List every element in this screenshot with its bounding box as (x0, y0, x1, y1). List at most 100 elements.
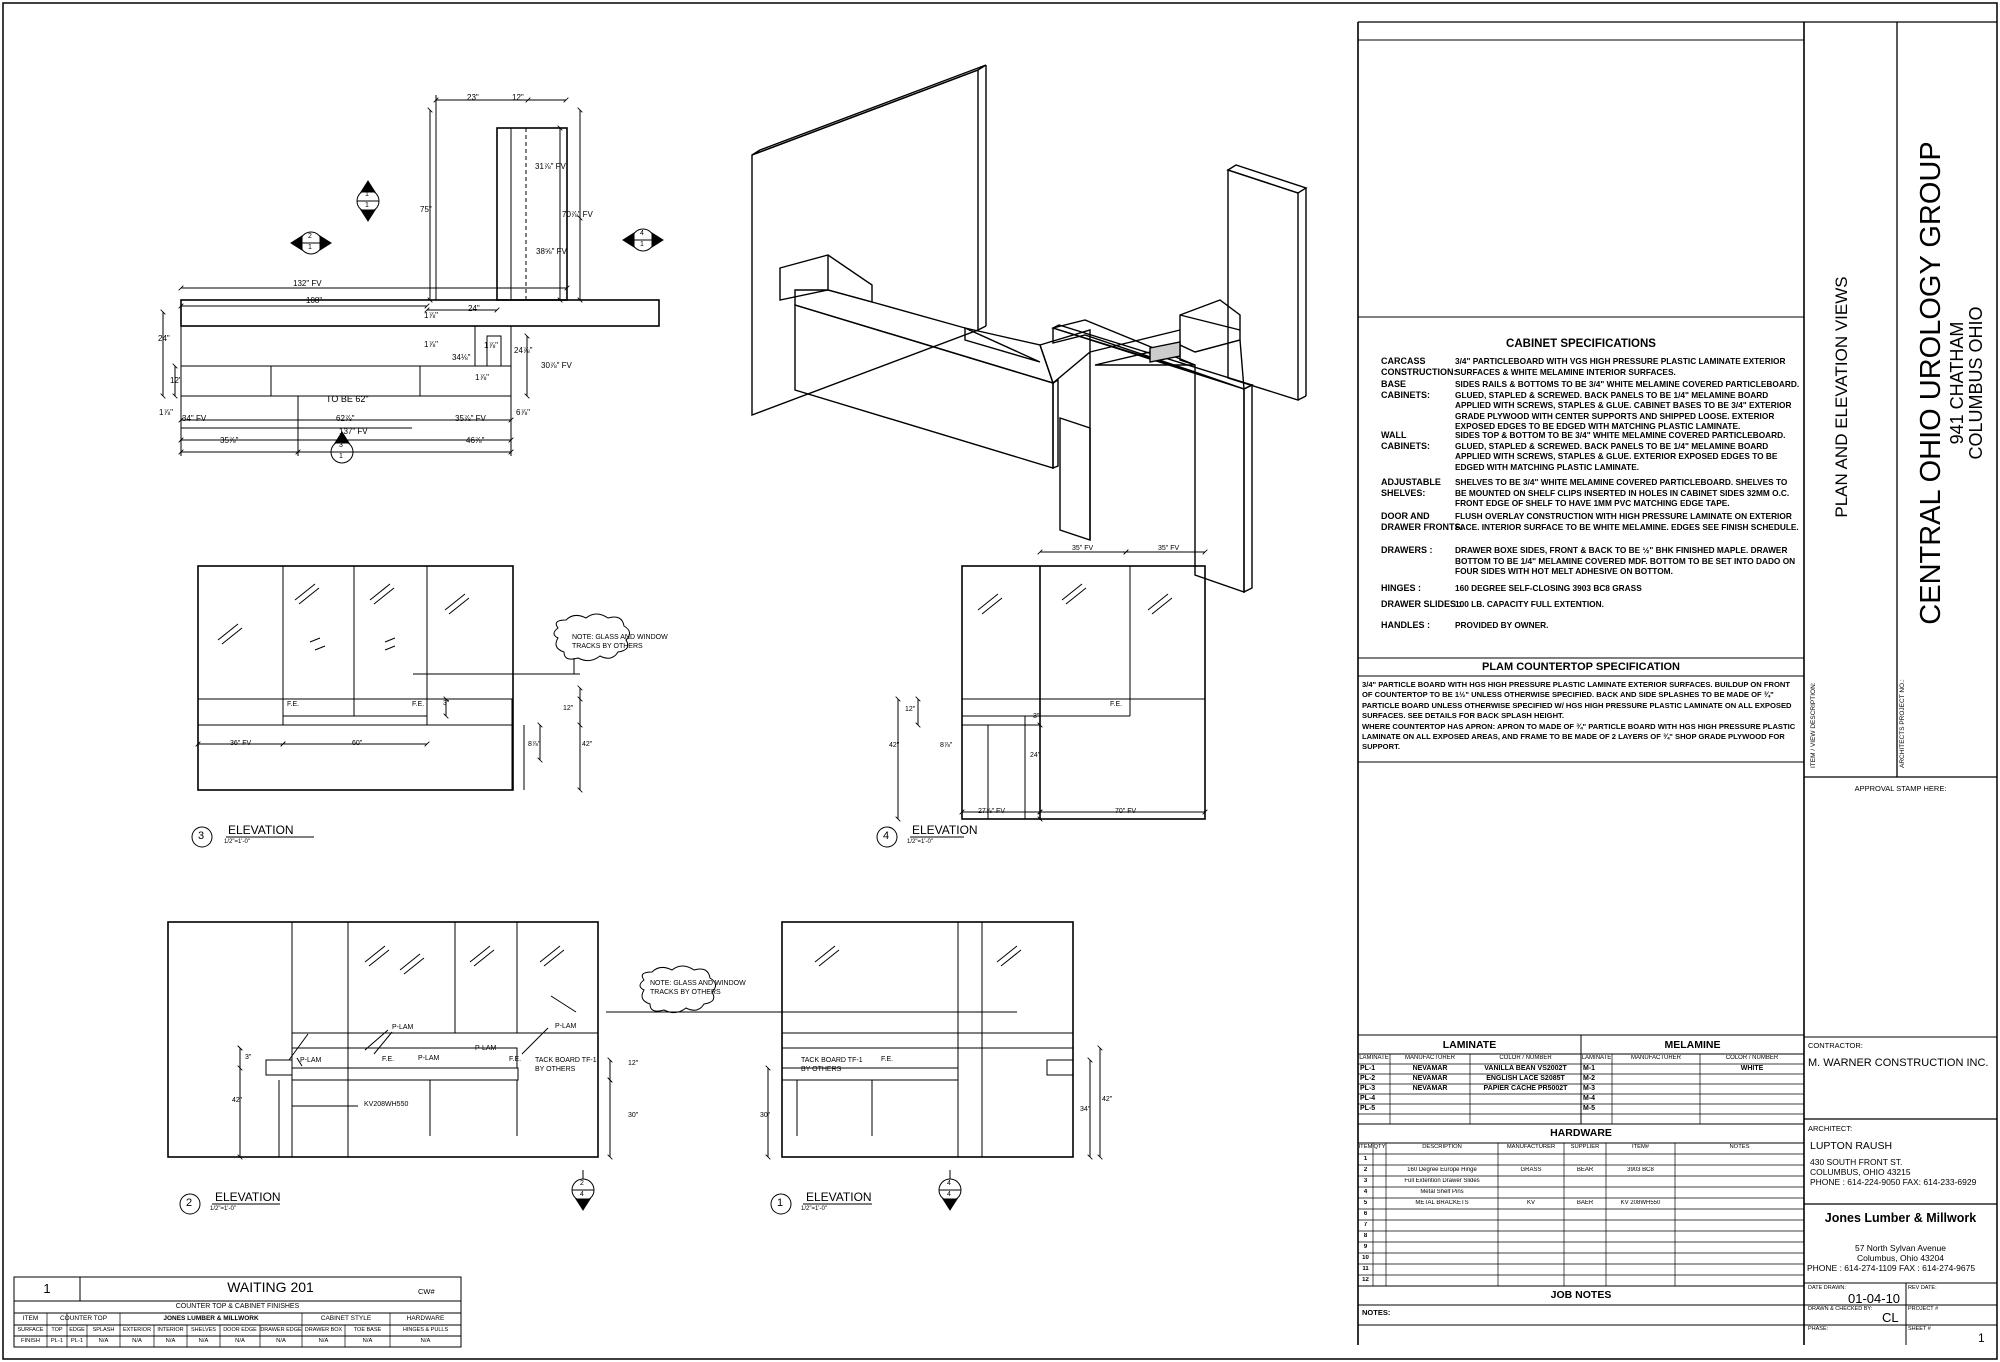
dim: 24" (468, 304, 480, 313)
schedule-header: DRAWER EDGE (260, 1327, 302, 1333)
hardware-item-number: 1 (1363, 1156, 1368, 1162)
schedule-subtitle: COUNTER TOP & CABINET FINISHES (175, 1303, 300, 1310)
spec-label: BASE CABINETS: (1381, 379, 1430, 400)
dim: 35" FV (1158, 545, 1180, 552)
schedule-value: N/A (235, 1338, 245, 1344)
marker-num: 4 (947, 1180, 951, 1187)
dim: 36" FV (230, 740, 252, 747)
millwork-address1: 57 North Sylvan Avenue (1854, 1243, 1947, 1253)
fe-label: F.E. (1110, 701, 1123, 708)
laminate-cell: NEVAMAR (1412, 1075, 1448, 1082)
hardware-item-number: 6 (1363, 1211, 1368, 1217)
hardware-cell: 3903 BC8 (1627, 1167, 1654, 1173)
laminate-cell: VANILLA BEAN VS2002T (1484, 1065, 1567, 1072)
sheet-title: PLAN AND ELEVATION VIEWS (1832, 276, 1851, 518)
millwork-address2: Columbus, Ohio 43204 (1857, 1253, 1944, 1263)
architect-address1: 430 SOUTH FRONT ST. (1810, 1157, 1903, 1167)
tack-board-label: TACK BOARD TF-1 BY OTHERS (535, 1057, 597, 1073)
client-address: 941 CHATHAM (1947, 321, 1967, 445)
hardware-cell: Full Extention Drawer Slides (1404, 1178, 1480, 1184)
hardware-item-number: 4 (1363, 1189, 1368, 1195)
laminate-cell: NEVAMAR (1412, 1065, 1448, 1072)
sheet-number: 1 (1978, 1331, 1985, 1345)
dim: 42" (232, 1097, 243, 1104)
dim: 35⅞" (220, 436, 239, 445)
dim: 108" (306, 296, 323, 305)
fe-label: F.E. (881, 1056, 894, 1063)
laminate-title: LAMINATE (1442, 1039, 1497, 1051)
tack-board-label: TACK BOARD TF-1 BY OTHERS (801, 1057, 863, 1073)
spec-text: 3/4" PARTICLEBOARD WITH VGS HIGH PRESSUR… (1455, 356, 1786, 377)
dim: 42" (1102, 1096, 1113, 1103)
schedule-value: PL-1 (50, 1338, 64, 1344)
dim: 35⅞" FV (455, 414, 486, 423)
schedule-value: N/A (420, 1338, 431, 1344)
plam-label: P-LAM (475, 1045, 497, 1052)
hardware-cell: BEAR (1576, 1167, 1594, 1173)
table-header: LAMINATE (1581, 1055, 1612, 1061)
rev-date-label: REV DATE: (1908, 1285, 1937, 1291)
spec-label: ADJUSTABLE SHELVES: (1381, 477, 1441, 498)
section-marker-2 (290, 231, 332, 255)
section-marker-elev1 (938, 1170, 962, 1211)
marker-sheet: 1 (640, 241, 644, 248)
approval-stamp-label: APPROVAL STAMP HERE: (1854, 784, 1947, 793)
architect-address2: COLUMBUS, OHIO 43215 (1810, 1167, 1911, 1177)
schedule-header: INTERIOR (157, 1327, 184, 1333)
schedule-header: SPLASH (92, 1327, 115, 1333)
elevation-1-marker (770, 1193, 872, 1215)
arch-project-rotated: ARCHITECTS PROJECT NO.: (1899, 679, 1906, 768)
laminate-code: PL-4 (1360, 1095, 1376, 1102)
schedule-header: SHELVES (191, 1327, 216, 1333)
spec-text: SHELVES TO BE 3/4" WHITE MELAMINE COVERE… (1455, 477, 1790, 509)
schedule-header: EXTERIOR (122, 1327, 152, 1333)
contractor-label: CONTRACTOR: (1808, 1041, 1863, 1050)
schedule-header: SURFACE (17, 1327, 44, 1333)
dim: 23" (467, 93, 479, 102)
dim: 70⅞" FV (562, 210, 593, 219)
dim: 3" (1033, 713, 1040, 720)
spec-label: DRAWERS : (1381, 545, 1433, 555)
job-notes-title: JOB NOTES (1550, 1289, 1612, 1301)
schedule-number: 1 (43, 1281, 51, 1296)
drawn-label: DRAWN & CHECKED BY: (1808, 1306, 1873, 1312)
marker-num: 1 (365, 191, 369, 198)
client-name: CENTRAL OHIO UROLOGY GROUP (1915, 141, 1947, 625)
laminate-cell: NEVAMAR (1412, 1085, 1448, 1092)
dim: 46⅞" (466, 436, 485, 445)
dim: 38⅝" FV (536, 247, 567, 256)
spec-text: SIDES RAILS & BOTTOMS TO BE 3/4" WHITE M… (1455, 379, 1800, 432)
plam-title: PLAM COUNTERTOP SPECIFICATION (1481, 661, 1680, 673)
cabinet-spec-title: CABINET SPECIFICATIONS (1506, 338, 1656, 350)
dim: 42" (582, 741, 593, 748)
fe-label: F.E. (382, 1056, 395, 1063)
cw-number: CW# (418, 1287, 435, 1296)
hardware-item-number: 8 (1363, 1233, 1368, 1239)
melamine-title: MELAMINE (1664, 1039, 1721, 1051)
elevation-scale: 1/2"=1'-0" (210, 1206, 236, 1212)
hardware-item-number: 11 (1362, 1266, 1369, 1272)
hardware-header: DESCRIPTION (1422, 1144, 1462, 1150)
elevation-3-drawing (198, 565, 630, 790)
hardware-cell: KV 208WH550 (1620, 1200, 1661, 1206)
spec-text: FLUSH OVERLAY CONSTRUCTION WITH HIGH PRE… (1455, 511, 1799, 532)
schedule-group-header: COUNTER TOP (59, 1315, 108, 1322)
date-value: 01-04-10 (1848, 1291, 1901, 1306)
dim: 12" (628, 1060, 639, 1067)
dim: 30" (628, 1112, 639, 1119)
section-marker-3 (330, 431, 354, 464)
laminate-code: M-4 (1583, 1095, 1596, 1102)
plam-label: P-LAM (418, 1055, 440, 1062)
elevation-3-marker (191, 826, 314, 848)
section-marker-1 (356, 180, 380, 222)
spec-text: DRAWER BOXE SIDES, FRONT & BACK TO BE ½"… (1455, 545, 1796, 577)
dim: 35" FV (1072, 545, 1094, 552)
laminate-grid (1357, 1053, 1805, 1124)
elevation-title: ELEVATION (215, 1190, 281, 1204)
millwork-name: Jones Lumber & Millwork (1824, 1211, 1977, 1225)
laminate-cell: ENGLISH LACE S2085T (1486, 1075, 1565, 1082)
elevation-4-drawing (898, 552, 1205, 819)
elevation-number: 4 (883, 830, 890, 842)
architect-label: ARCHITECT: (1808, 1124, 1853, 1133)
elevation-4-marker (876, 826, 964, 848)
